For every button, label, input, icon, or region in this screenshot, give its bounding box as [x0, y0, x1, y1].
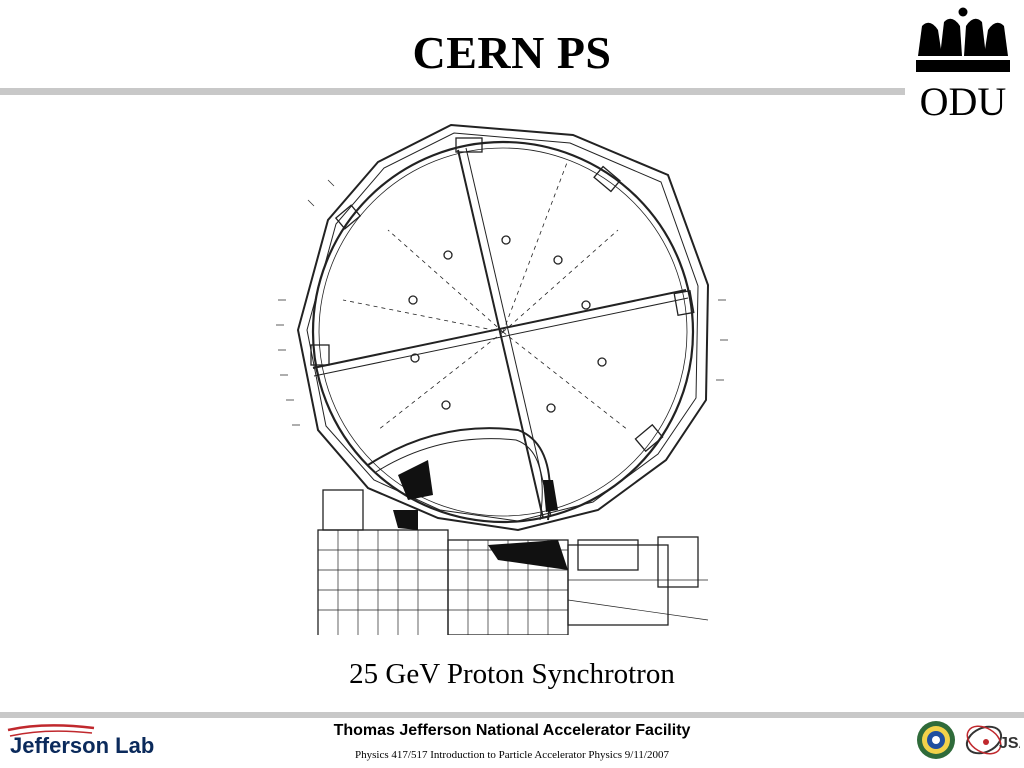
title-divider	[0, 88, 905, 95]
facility-name: Thomas Jefferson National Accelerator Fa…	[333, 722, 691, 739]
jefferson-lab-logo	[7, 724, 95, 737]
course-footer-note: Physics 417/517 Introduction to Particle…	[355, 749, 669, 761]
odu-logo: ODU	[916, 7, 1010, 122]
footer-divider	[0, 712, 1024, 718]
jsa-logo: JSA	[965, 725, 1020, 755]
cern-ps-layout-diagram	[276, 123, 728, 635]
jefferson-lab-logo-text: Jefferson Lab	[10, 733, 155, 758]
slide-caption: 25 GeV Proton Synchrotron	[349, 658, 675, 690]
slide-title: CERN PS	[412, 27, 612, 78]
odu-logo-text: ODU	[920, 79, 1007, 122]
doe-seal-icon	[917, 721, 955, 759]
jsa-logo-text: JSA	[999, 735, 1020, 752]
